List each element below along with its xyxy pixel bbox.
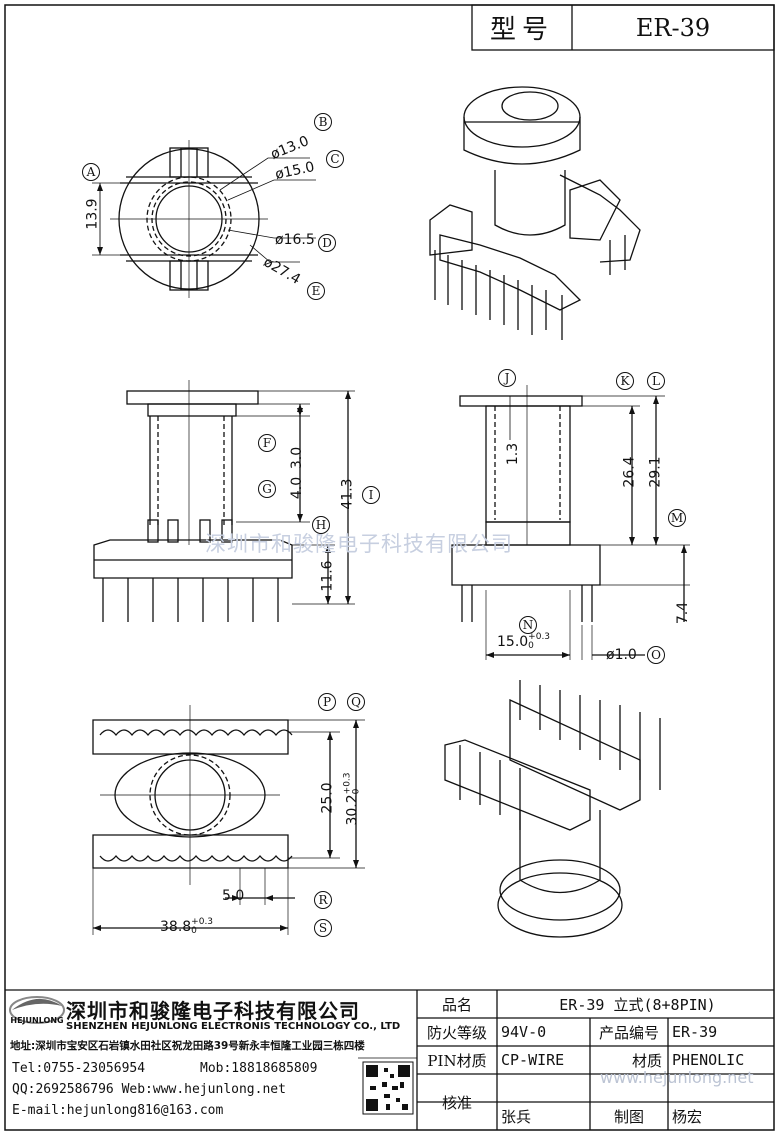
company-name-cn: 深圳市和骏隆电子科技有限公司: [66, 999, 360, 1023]
dim-A: 13.9: [84, 198, 101, 230]
marker-p: P: [318, 693, 336, 711]
company-tel: Tel:0755-23056954: [12, 1061, 146, 1076]
marker-l: L: [647, 372, 665, 390]
fire-rating-value: 94V-0: [501, 1023, 547, 1041]
iso-view-2: [444, 680, 661, 938]
fire-rating-label: 防火等级: [426, 1023, 487, 1042]
marker-s: S: [314, 919, 332, 937]
dim-K: 26.4: [621, 456, 638, 488]
marker-k: K: [616, 372, 634, 390]
dim-P-value: 30.2: [344, 794, 361, 826]
approve-label: 核准: [441, 1093, 472, 1112]
product-name-label: 品名: [441, 995, 472, 1014]
web-watermark: www.hejunlong.net: [600, 1068, 754, 1087]
company-name-en: SHENZHEN HEJUNLONG ELECTRONIS TECHNOLOGY…: [66, 1021, 401, 1032]
dim-S-value: 38.8: [160, 919, 192, 935]
material-value: PHENOLIC: [672, 1051, 745, 1069]
dim-D: ø16.5: [275, 232, 315, 248]
marker-m: M: [668, 509, 686, 527]
marker-r: R: [314, 891, 332, 909]
header-label: 型号: [489, 15, 554, 45]
dim-M: 7.4: [675, 601, 692, 625]
approve-value: 张兵: [501, 1107, 532, 1126]
dim-R: 5.0: [222, 888, 245, 904]
pin-material-label: PIN材质: [427, 1051, 487, 1070]
drawn-label: 制图: [613, 1107, 644, 1126]
company-logo: HEJUNLONG: [9, 996, 65, 1025]
marker-b: B: [314, 113, 332, 131]
drawn-value: 杨宏: [672, 1107, 703, 1126]
product-code-value: ER-39: [672, 1023, 718, 1041]
side-view: [451, 385, 690, 660]
company-email: E-mail:hejunlong816@163.com: [12, 1103, 224, 1118]
bottom-view: [92, 705, 365, 935]
marker-f: F: [258, 434, 276, 452]
company-qq-web: QQ:2692586796 Web:www.hejunlong.net: [12, 1082, 286, 1097]
dim-Q: 25.0: [319, 782, 336, 814]
dim-I: 41.3: [339, 478, 356, 510]
watermark: 深圳市和骏隆电子科技有限公司: [205, 532, 513, 556]
iso-view-1: [429, 86, 641, 340]
marker-j: J: [498, 369, 516, 387]
product-code-label: 产品编号: [598, 1023, 659, 1042]
product-name-value: ER-39 立式(8+8PIN): [559, 995, 716, 1014]
dim-F: 3.0: [289, 446, 306, 470]
marker-a: A: [82, 163, 100, 181]
marker-q: Q: [347, 693, 365, 711]
marker-g: G: [258, 480, 276, 498]
marker-i: I: [362, 486, 380, 504]
dim-N-value: 15.0: [497, 634, 529, 650]
marker-d: D: [318, 234, 336, 252]
company-mob: Mob:18818685809: [200, 1061, 318, 1076]
svg-text:HEJUNLONG: HEJUNLONG: [10, 1016, 63, 1025]
marker-h: H: [312, 516, 330, 534]
dim-G: 4.0: [289, 476, 306, 500]
pin-material-value: CP-WIRE: [501, 1051, 565, 1069]
dim-O: ø1.0: [606, 647, 637, 663]
header-model: ER-39: [635, 13, 711, 42]
company-address: 地址:深圳市宝安区石岩镇水田社区祝龙田路39号新永丰恒隆工业园三栋四楼: [10, 1040, 365, 1052]
marker-c: C: [326, 150, 344, 168]
dim-H: 11.6: [319, 560, 336, 592]
title-block: [5, 989, 774, 1130]
dim-J: 1.3: [505, 442, 522, 466]
qr-code: [366, 1065, 410, 1111]
marker-e: E: [307, 282, 325, 300]
marker-n: N: [519, 616, 537, 634]
front-view: [93, 380, 355, 622]
material-label: 材质: [631, 1051, 662, 1070]
top-view: [92, 140, 316, 298]
marker-o: O: [647, 646, 665, 664]
dim-L: 29.1: [647, 456, 664, 488]
